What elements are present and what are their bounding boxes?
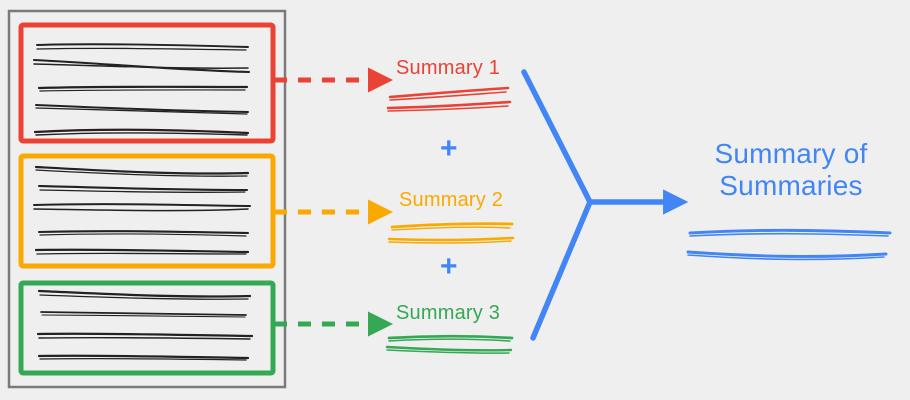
summary-2-label: Summary 2 bbox=[399, 189, 504, 211]
summary-1-lines bbox=[386, 86, 512, 112]
summary-2-lines bbox=[387, 222, 515, 244]
summary-3-lines bbox=[385, 334, 514, 354]
summary-3-label: Summary 3 bbox=[396, 302, 501, 324]
merge-connector bbox=[521, 69, 593, 341]
summary-of-summaries-lines bbox=[686, 228, 892, 261]
summary-of-summaries-label-line-1: Summary of bbox=[714, 138, 868, 169]
plus-operator-1: + bbox=[440, 132, 458, 165]
summary-1-label: Summary 1 bbox=[396, 57, 501, 79]
chunk-2-text-lines bbox=[33, 165, 251, 255]
document-frame bbox=[7, 9, 287, 389]
chunk-1-text-lines bbox=[32, 43, 251, 136]
plus-operator-2: + bbox=[440, 250, 458, 283]
document-chunk-1[interactable] bbox=[18, 22, 276, 144]
document-chunk-3[interactable] bbox=[18, 280, 276, 376]
chunk-3-text-lines bbox=[36, 289, 254, 361]
summary-of-summaries-label-line-2: Summaries bbox=[719, 170, 863, 202]
summary-of-summaries-label: Summary of Summaries bbox=[696, 138, 886, 202]
document-chunk-2[interactable] bbox=[18, 153, 276, 269]
